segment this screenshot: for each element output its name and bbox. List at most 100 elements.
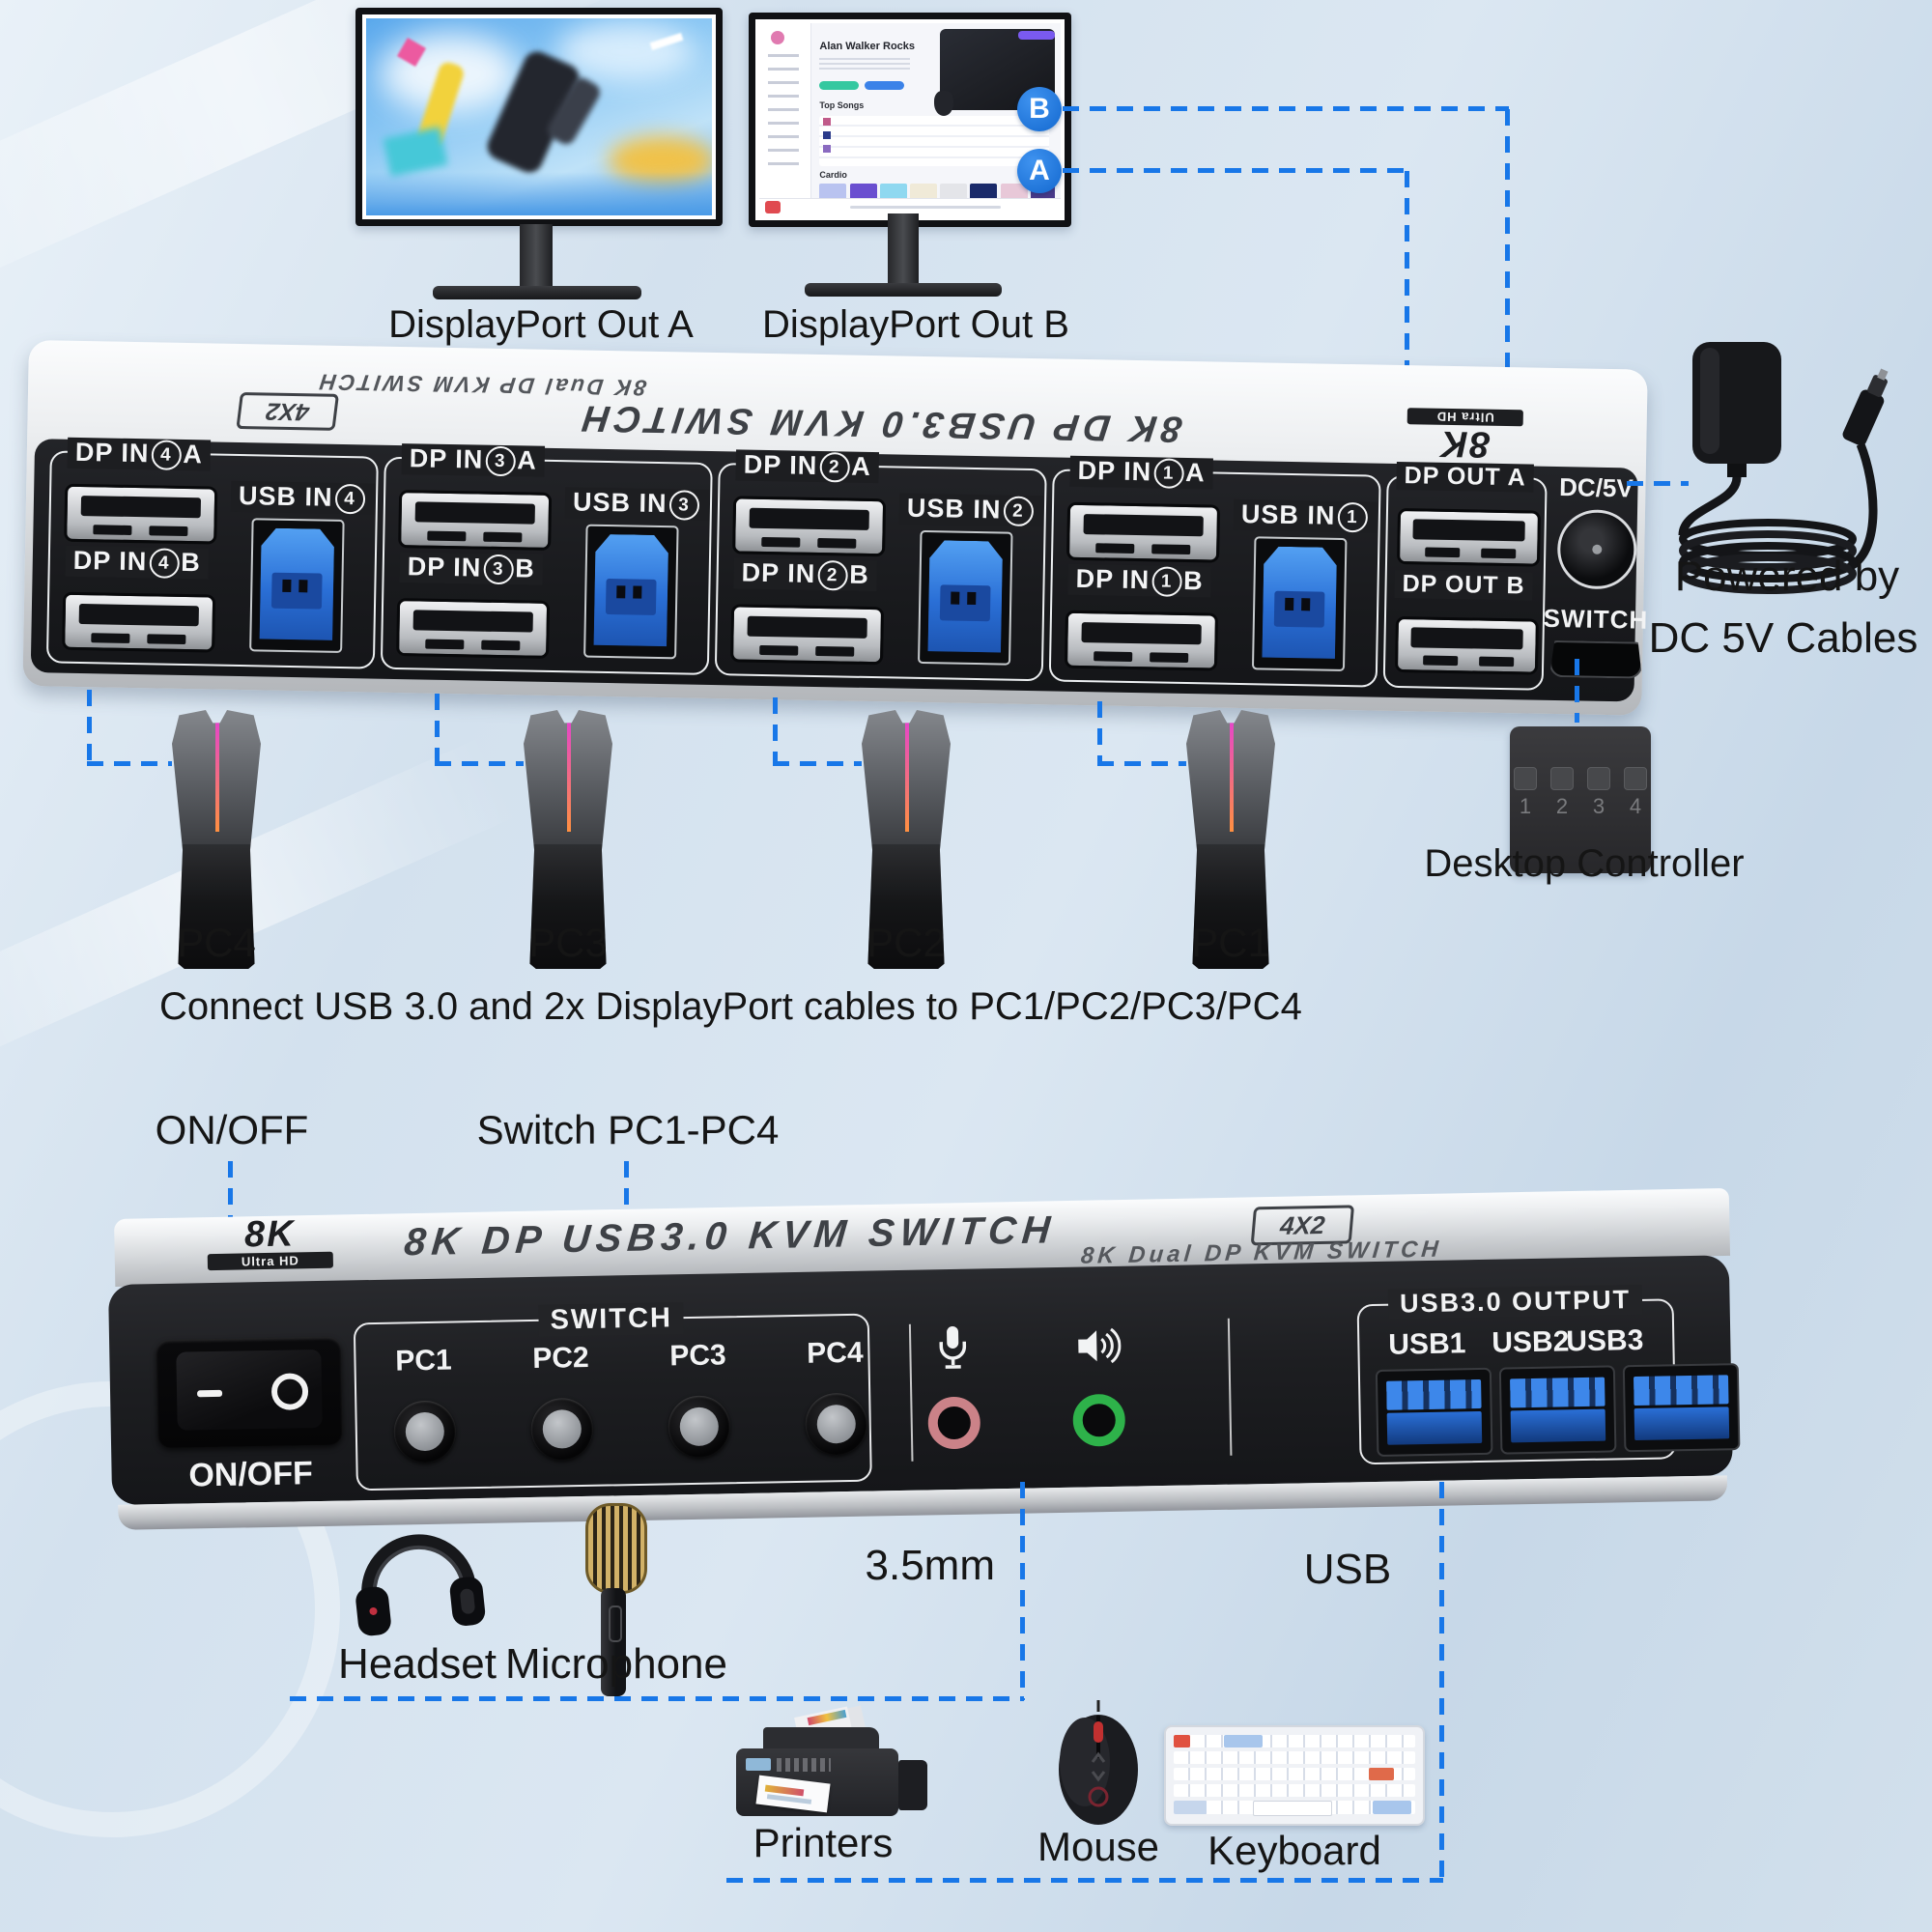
usb-annotation-label: USB bbox=[1303, 1546, 1392, 1593]
pc4-button bbox=[805, 1392, 868, 1456]
controller-button-4 bbox=[1624, 767, 1647, 790]
back-top-4x2-badge: 4X2 bbox=[236, 392, 340, 431]
keyboard-label: Keyboard bbox=[1208, 1828, 1381, 1873]
monitor-b-label: DisplayPort Out B bbox=[762, 303, 1069, 346]
headphone-jack bbox=[1072, 1393, 1126, 1447]
pc2-button-label: PC2 bbox=[531, 1341, 589, 1375]
dashed-line-a bbox=[1063, 168, 1407, 173]
dashed-line-35mm bbox=[1020, 1482, 1025, 1700]
speaker-icon bbox=[1078, 1327, 1122, 1364]
background-streak bbox=[0, 735, 521, 1091]
dashed-line-pc4-h bbox=[87, 761, 172, 766]
microphone-handle bbox=[601, 1588, 626, 1696]
monitor-a-screen bbox=[366, 18, 712, 215]
power-adapter bbox=[1678, 342, 1889, 594]
monitor-b-stand bbox=[888, 213, 919, 285]
dp-in-3a-port bbox=[398, 490, 553, 551]
controller-button-1 bbox=[1514, 767, 1537, 790]
dashed-line-pc4 bbox=[87, 690, 92, 765]
pc1-button bbox=[393, 1400, 457, 1463]
mouse-icon bbox=[1059, 1700, 1138, 1825]
front-device: ON/OFF SWITCH PC1 PC2 PC3 PC4 bbox=[108, 1255, 1741, 1538]
printer-icon bbox=[736, 1706, 933, 1820]
dp-in-1b-port bbox=[1064, 610, 1219, 671]
dashed-bracket-usb bbox=[726, 1878, 1443, 1883]
usb-group-label: USB3.0 OUTPUT bbox=[1387, 1284, 1643, 1320]
35mm-label: 3.5mm bbox=[865, 1542, 995, 1589]
dashed-line-pc3 bbox=[435, 694, 440, 765]
mic-jack bbox=[927, 1396, 981, 1450]
microphone-icon bbox=[939, 1325, 967, 1369]
power-rocker-switch bbox=[156, 1336, 344, 1449]
usb3-label: USB3 bbox=[1566, 1323, 1644, 1358]
controller-num-3: 3 bbox=[1592, 794, 1605, 818]
dashed-line-pc2 bbox=[773, 697, 778, 765]
usb1-label: USB1 bbox=[1388, 1327, 1466, 1361]
usb3-port bbox=[1622, 1363, 1741, 1453]
controller-num-1: 1 bbox=[1519, 794, 1532, 818]
panel-separator bbox=[908, 1323, 914, 1462]
dashed-line-dc bbox=[1627, 481, 1689, 486]
microphone-label: Microphone bbox=[505, 1640, 727, 1688]
badge-b: B bbox=[1017, 87, 1062, 131]
dc5v-label: DC/5V bbox=[1558, 472, 1634, 503]
dashed-line-usb bbox=[1439, 1482, 1444, 1882]
pc3-label: PC3 bbox=[528, 920, 608, 965]
pc3-button-label: PC3 bbox=[668, 1339, 726, 1373]
switch-group-label: SWITCH bbox=[538, 1302, 685, 1337]
dashed-line-pc1-h bbox=[1097, 761, 1186, 766]
pc4-button-label: PC4 bbox=[806, 1336, 864, 1370]
monitor-b-top-songs: Top Songs bbox=[819, 100, 865, 110]
dashed-line-b bbox=[1063, 106, 1509, 111]
dp-in-3b-port bbox=[396, 598, 551, 659]
pc3-button bbox=[668, 1395, 731, 1459]
pc4-label: PC4 bbox=[177, 920, 256, 965]
pc1-tower bbox=[1186, 710, 1275, 969]
monitor-a-stand bbox=[520, 224, 553, 288]
monitor-b-cardio: Cardio bbox=[819, 170, 847, 180]
keyboard-icon bbox=[1164, 1725, 1425, 1826]
dashed-line-a-vertical bbox=[1405, 171, 1409, 509]
printers-label: Printers bbox=[753, 1820, 894, 1865]
dp-out-b-label: DP OUT B bbox=[1394, 569, 1533, 601]
controller-num-4: 4 bbox=[1629, 794, 1642, 818]
dp-in-1a-port bbox=[1066, 501, 1221, 563]
dashed-line-pc2-h bbox=[773, 761, 862, 766]
pc3-tower bbox=[524, 710, 612, 969]
pc2-label: PC2 bbox=[867, 920, 946, 965]
monitor-a bbox=[355, 8, 723, 226]
pc2-button bbox=[530, 1397, 594, 1461]
switch-group: SWITCH PC1 PC2 PC3 PC4 bbox=[353, 1302, 872, 1492]
dashed-line-b-vertical bbox=[1505, 109, 1510, 607]
dp-in-2a-port bbox=[732, 496, 887, 557]
monitor-b: Alan Walker Rocks Top Songs Cardio bbox=[749, 13, 1071, 227]
front-panel: ON/OFF SWITCH PC1 PC2 PC3 PC4 bbox=[108, 1255, 1741, 1505]
desktop-controller-label: Desktop Controller bbox=[1424, 842, 1745, 885]
usb-in-2-port bbox=[918, 529, 1013, 666]
kvm-back-device: 8K Dual DP KVM SWITCH 4X2 8K DP USB3.0 K… bbox=[22, 340, 1649, 716]
monitor-a-base bbox=[433, 286, 641, 299]
dp-in-4a-port bbox=[64, 483, 218, 545]
switch-port bbox=[1549, 640, 1643, 679]
usb-in-4-port bbox=[249, 518, 345, 653]
switch-annotation: Switch PC1-PC4 bbox=[476, 1107, 780, 1152]
dp-out-b-port bbox=[1394, 615, 1539, 675]
dp-out-a-label: DP OUT A bbox=[1396, 461, 1534, 493]
headset-icon bbox=[355, 1534, 486, 1636]
dashed-line-pc3-h bbox=[435, 761, 524, 766]
headset-label: Headset bbox=[338, 1640, 497, 1688]
badge-a: A bbox=[1017, 149, 1062, 193]
adapter-caption-line1: Powered by bbox=[1674, 553, 1900, 600]
